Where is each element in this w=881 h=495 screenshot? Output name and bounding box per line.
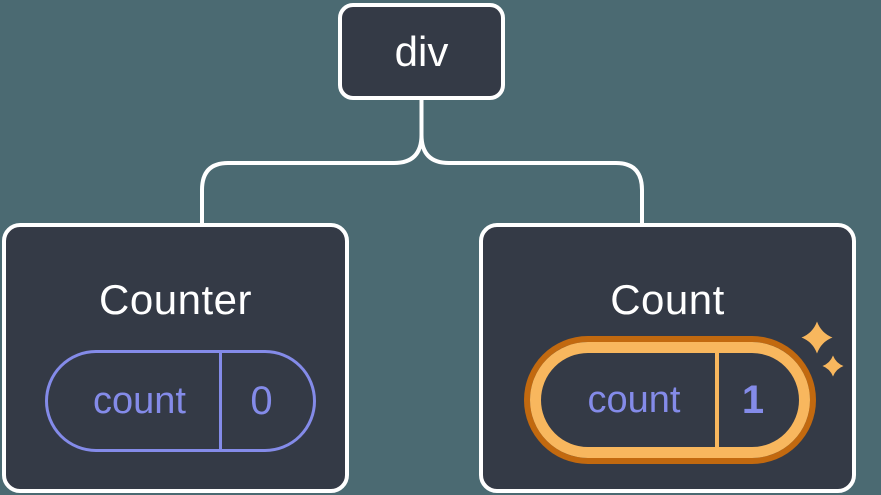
state-value-label: 0 [250,378,273,423]
state-key-cell: count [48,353,219,449]
state-value-cell: 1 [715,353,799,447]
state-value-label: 1 [741,377,765,422]
state-value-cell: 0 [219,353,313,449]
state-pill-highlighted: count 1 [530,342,810,458]
connector-left-branch [200,133,424,227]
state-key-label: count [587,378,681,421]
connector-right-branch [419,133,644,227]
child-node-counter: Counter count 0 [2,223,349,493]
root-node-div: div [338,3,505,100]
node-title: Counter [99,276,252,323]
root-node-label: div [394,27,449,75]
state-key-label: count [93,379,186,422]
child-node-count: Count count 1 [479,223,856,493]
tree-connectors [200,97,644,227]
state-key-cell: count [541,353,715,447]
node-title: Count [610,276,725,323]
state-pill: count 0 [45,350,316,452]
